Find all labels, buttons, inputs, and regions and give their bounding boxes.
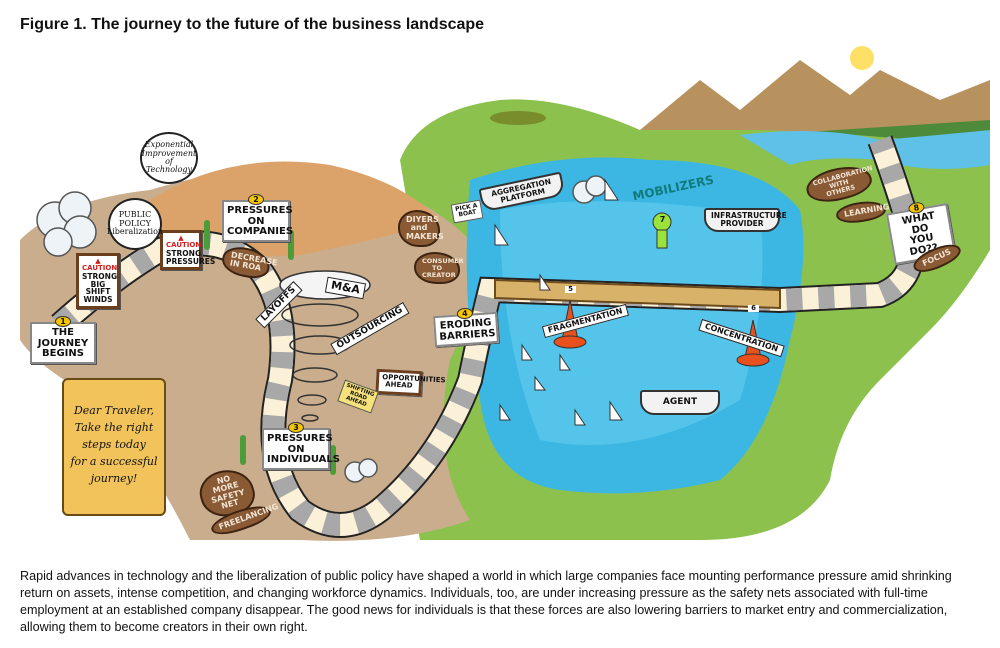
buoy-number-6: 6 — [748, 304, 759, 313]
figure-title: Figure 1. The journey to the future of t… — [20, 16, 485, 33]
sign-opportunities-ahead: OPPORTUNITIES AHEAD — [375, 368, 446, 396]
bubble-public-policy: PUBLIC POLICY Liberalization — [107, 198, 163, 250]
cactus-icon — [240, 435, 246, 465]
step-number: 1 — [55, 316, 71, 327]
buoy-number-7: 7 — [659, 215, 666, 224]
crocodile-icon — [490, 111, 546, 125]
sign-text: ERODING BARRIERS — [439, 317, 496, 343]
figure-caption: Rapid advances in technology and the lib… — [20, 569, 952, 634]
step-number: 3 — [288, 422, 304, 433]
sign-text: PRESSURES ON INDIVIDUALS — [267, 433, 340, 465]
ship-infrastructure-provider: INFRASTRUCTURE PROVIDER — [704, 208, 787, 232]
scroll-note: Dear Traveler, Take the right steps toda… — [62, 378, 166, 516]
sign-text: PRESSURES ON COMPANIES — [227, 205, 294, 237]
rock-diyers-makers: DIYERS and MAKERS — [398, 210, 444, 248]
river — [740, 130, 990, 169]
sign-text: THE JOURNEY BEGINS — [37, 327, 89, 359]
sign-text: STRONG BIG SHIFT WINDS — [82, 271, 118, 305]
caution-label: ▲ CAUTION — [82, 257, 118, 273]
ship-agent: AGENT — [640, 390, 720, 416]
buoy-icon — [652, 212, 672, 249]
buoy-number-5: 5 — [565, 285, 576, 294]
bubble-technology: Exponential Improvement of Technology — [140, 132, 198, 184]
rock-consumer-to-creator: CONSUMER TO CREATOR — [414, 252, 464, 285]
step-number: 2 — [248, 194, 264, 205]
sign-text: STRONG PRESSURES — [166, 248, 216, 266]
caution-label: ▲ CAUTION — [166, 234, 202, 250]
cactus-icon — [204, 220, 210, 250]
wind-cloud-icon — [36, 191, 97, 257]
sun-icon — [850, 46, 874, 70]
cactus-icon — [330, 445, 336, 475]
